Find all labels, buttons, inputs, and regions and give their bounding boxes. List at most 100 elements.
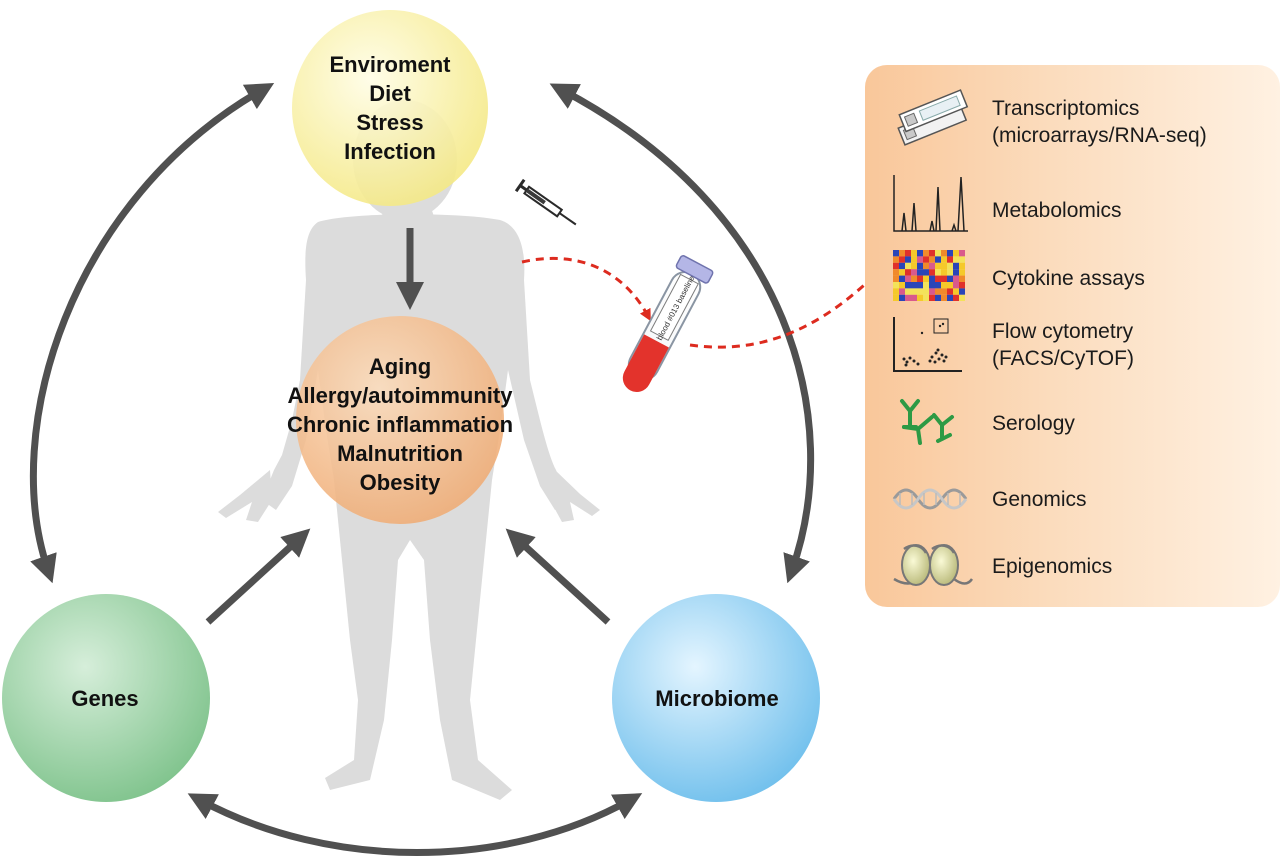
heatmap-cell [899, 282, 905, 289]
microbiome-circle [612, 594, 820, 802]
assay-metabolomics: Metabolomics [992, 197, 1122, 224]
assay-sublabel: (FACS/CyTOF) [992, 347, 1134, 370]
heatmap-cell [917, 294, 923, 301]
heatmap-cell [953, 282, 959, 289]
heatmap-cell [929, 250, 935, 257]
heatmap-cell [929, 294, 935, 301]
heatmap-cell [929, 288, 935, 295]
heatmap-icon [893, 250, 965, 301]
heatmap-cell [941, 269, 947, 276]
nucleosome-icon [893, 544, 974, 586]
heatmap-cell [941, 262, 947, 270]
blood-tube-icon: blood #013 baseline [622, 255, 714, 392]
heatmap-cell [959, 275, 965, 282]
heatmap-cell [923, 275, 929, 282]
assay-label: Transcriptomics [992, 97, 1140, 120]
heatmap-cell [941, 275, 947, 282]
heatmap-cell [905, 262, 911, 270]
arrow-blood-draw [521, 256, 651, 322]
assay-genomics: Genomics [992, 486, 1087, 513]
heatmap-cell [959, 250, 965, 257]
heatmap-cell [953, 269, 959, 276]
heatmap-cell [899, 269, 905, 276]
heatmap-cell [911, 275, 917, 282]
heatmap-cell [959, 294, 965, 301]
heatmap-cell [947, 288, 953, 295]
assay-sublabel: (microarrays/RNA-seq) [992, 124, 1207, 147]
arrow-genes-microbiome [187, 793, 643, 856]
heatmap-cell [953, 294, 959, 301]
heatmap-cell [959, 256, 965, 263]
heatmap-cell [893, 275, 899, 282]
condition-line: Chronic inflammation [286, 412, 514, 437]
assay-label: Serology [992, 412, 1075, 435]
assay-flow-cytometry: Flow cytometry (FACS/CyTOF) [992, 318, 1134, 372]
heatmap-cell [905, 269, 911, 276]
environment-circle [292, 10, 488, 206]
heatmap-cell [911, 256, 917, 263]
arrow-environment-genes [29, 83, 275, 584]
heatmap-cell [893, 269, 899, 276]
assay-serology: Serology [992, 410, 1075, 437]
heatmap-cell [923, 256, 929, 263]
condition-line: Obesity [359, 470, 441, 495]
heatmap-cell [899, 250, 905, 257]
environment-line: Enviroment [329, 52, 451, 77]
heatmap-cell [935, 294, 941, 301]
mass-spectrum-icon [893, 175, 968, 232]
dna-helix-icon [892, 488, 968, 510]
heatmap-cell [917, 288, 923, 295]
arrow-to-assays [689, 265, 885, 349]
environment-line: Stress [356, 110, 424, 135]
heatmap-cell [953, 256, 959, 263]
heatmap-cell [959, 282, 965, 289]
assay-label: Genomics [992, 488, 1087, 511]
heatmap-cell [953, 288, 959, 295]
environment-line: Diet [369, 81, 411, 106]
heatmap-cell [905, 275, 911, 282]
heatmap-cell [905, 282, 911, 289]
genes-node-label: Genes [71, 686, 139, 711]
heatmap-cell [923, 282, 929, 289]
heatmap-cell [899, 262, 905, 270]
arrow-genes-conditions [205, 528, 311, 625]
heatmap-cell [941, 282, 947, 289]
environment-node-label: Enviroment Diet Stress Infection [300, 50, 480, 166]
heatmap-cell [905, 256, 911, 263]
heatmap-cell [929, 262, 935, 270]
antibody-icon [900, 399, 954, 445]
heatmap-cell [941, 294, 947, 301]
syringe-icon [514, 178, 577, 226]
conditions-circle [296, 316, 504, 524]
heatmap-cell [917, 275, 923, 282]
heatmap-cell [905, 294, 911, 301]
heatmap-cell [929, 256, 935, 263]
heatmap-cell [935, 250, 941, 257]
conditions-node-label: Aging Allergy/autoimmunity Chronic infla… [250, 352, 550, 497]
heatmap-cell [929, 282, 935, 289]
heatmap-cell [947, 269, 953, 276]
heatmap-cell [893, 256, 899, 263]
heatmap-cell [935, 282, 941, 289]
heatmap-cell [899, 288, 905, 295]
heatmap-cell [953, 275, 959, 282]
heatmap-cell [947, 282, 953, 289]
heatmap-cell [893, 282, 899, 289]
heatmap-cell [893, 262, 899, 270]
heatmap-cell [899, 256, 905, 263]
heatmap-cell [917, 269, 923, 276]
condition-line: Aging [368, 354, 432, 379]
environment-line: Infection [344, 139, 436, 164]
interaction-arrows [29, 83, 815, 856]
heatmap-cell [935, 275, 941, 282]
heatmap-cell [953, 250, 959, 257]
heatmap-cell [917, 282, 923, 289]
microarray-slides-icon [897, 89, 969, 146]
heatmap-cell [935, 256, 941, 263]
heatmap-cell [941, 288, 947, 295]
heatmap-cell [941, 250, 947, 257]
arrow-environment-microbiome [549, 83, 815, 584]
heatmap-cell [911, 288, 917, 295]
heatmap-cell [911, 282, 917, 289]
